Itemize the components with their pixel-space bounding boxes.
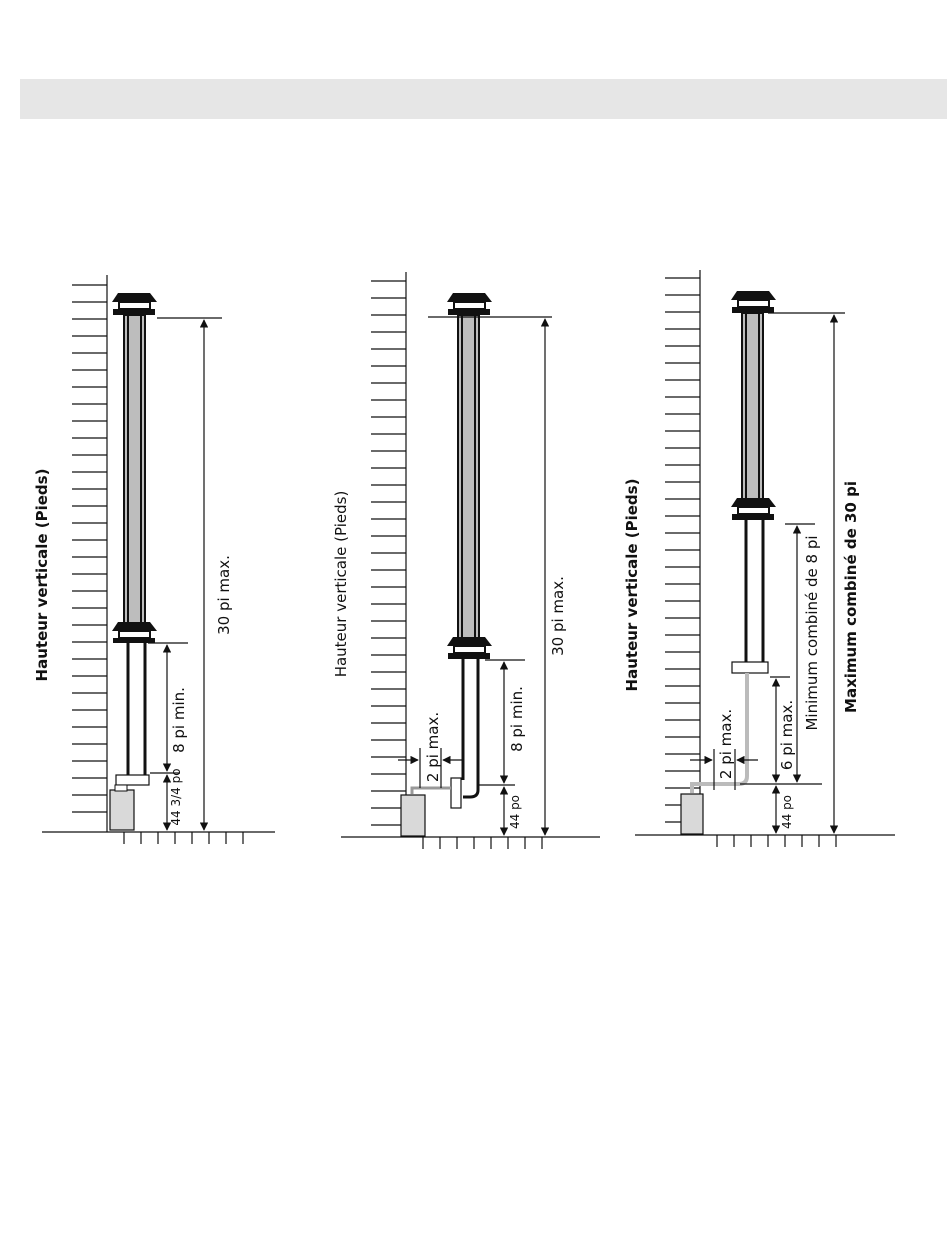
diagram-2-dim-min: 8 pi min. <box>508 686 526 752</box>
diagram-2-dim-horizontal: 2 pi max. <box>424 712 442 782</box>
diagram-3-vent-cap-top <box>731 291 776 313</box>
diagram-1-ruler <box>42 275 275 844</box>
diagram-2-water-heater <box>401 795 425 836</box>
diagram-1-lower-pipes <box>128 643 145 775</box>
diagram-2-termination <box>451 778 461 808</box>
diagram-3-axis-label: Hauteur verticale (Pieds) <box>623 479 641 692</box>
diagram-1-dim-base: 44 3/4 po <box>169 768 183 825</box>
diagram-1-wall-thimble <box>112 622 157 643</box>
diagram-1-dim-min: 8 pi min. <box>170 687 188 753</box>
diagram-1-termination <box>116 775 149 785</box>
diagram-1-water-heater <box>110 790 134 830</box>
diagram-2-dim-base: 44 po <box>508 795 522 829</box>
diagram-3-termination <box>732 662 768 673</box>
diagram-3-dim-horizontal: 2 pi max. <box>717 709 735 779</box>
diagram-1-vent-cap-top <box>112 293 157 315</box>
diagram-1-vertical-pipe <box>124 315 145 627</box>
diagram-1: Hauteur verticale (Pieds) 30 pi max. 8 p… <box>33 275 275 844</box>
diagram-2-connector <box>412 788 451 794</box>
diagram-2-wall-thimble <box>447 637 492 659</box>
diagram-3: Hauteur verticale (Pieds) Maximum combin… <box>623 270 895 847</box>
diagram-3-dim-vertical: 6 pi max. <box>778 700 796 770</box>
diagram-3-dim-base: 44 po <box>780 795 794 829</box>
diagram-2-axis-label: Hauteur verticale (Pieds) <box>332 491 350 678</box>
diagram-2-vent-cap-top <box>447 293 492 315</box>
diagram-2-dim-total: 30 pi max. <box>549 576 567 656</box>
diagram-3-dimensions <box>690 313 845 833</box>
diagram-2-lower-pipes <box>463 659 478 797</box>
diagram-1-axis-label: Hauteur verticale (Pieds) <box>33 469 51 682</box>
diagram-1-dim-total: 30 pi max. <box>215 555 233 635</box>
diagram-3-dim-total: Maximum combiné de 30 pi <box>842 481 860 713</box>
diagram-2: Hauteur verticale (Pieds) 30 pi max. 8 p… <box>332 272 600 849</box>
diagram-3-water-heater <box>681 794 703 834</box>
diagram-3-lower-pipes <box>746 520 763 662</box>
diagram-3-dim-combined-min: Minimum combiné de 8 pi <box>803 535 821 730</box>
diagram-2-vertical-pipe <box>458 315 479 642</box>
diagram-3-vertical-pipe <box>742 313 763 503</box>
diagram-3-wall-thimble <box>731 498 776 520</box>
